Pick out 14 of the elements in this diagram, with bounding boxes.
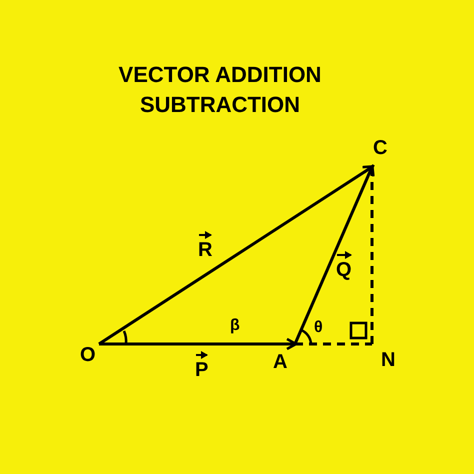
angle-label: β (230, 318, 240, 334)
point-label: N (381, 350, 396, 370)
vector-arrow (98, 165, 374, 346)
vector-arrow (99, 338, 298, 350)
vector-label: P (195, 352, 208, 380)
point-label: A (273, 352, 288, 372)
vector-label: Q (336, 252, 352, 280)
point-label: O (80, 345, 96, 365)
dashed-line (295, 342, 372, 346)
title: VECTOR ADDITION SUBTRACTION (118, 61, 322, 119)
vector-label: R (198, 232, 212, 260)
angle-label: θ (314, 320, 323, 336)
point-label: C (373, 138, 388, 158)
vector-arrow (294, 164, 375, 345)
